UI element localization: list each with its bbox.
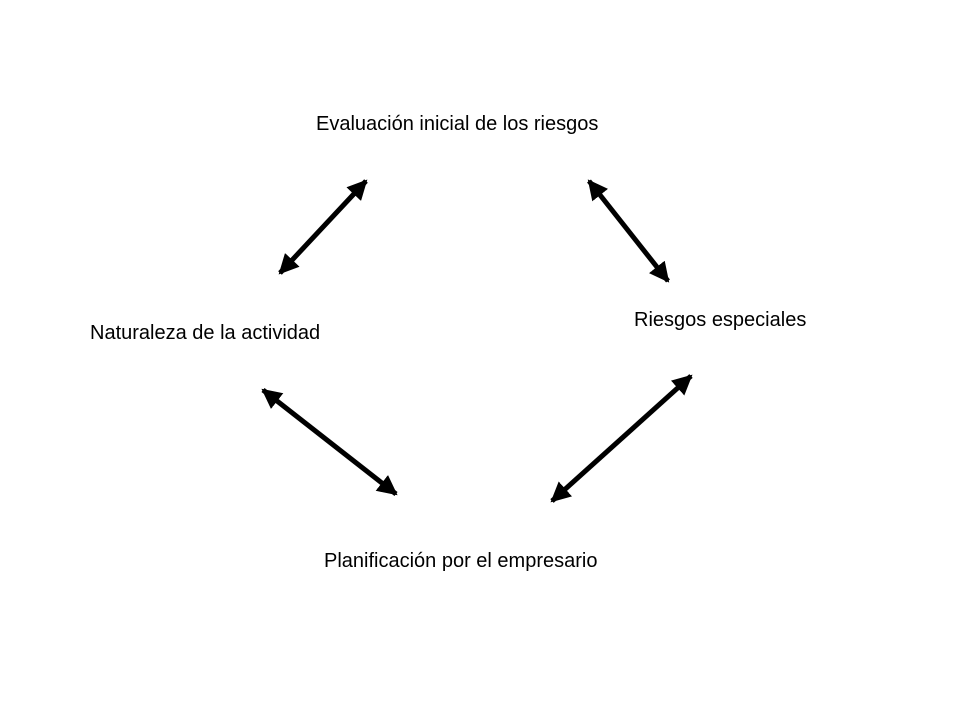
node-planificacion-empresario: Planificación por el empresario [324,550,598,572]
arrow-left-bottom [261,388,398,496]
node-riesgos-especiales: Riesgos especiales [634,309,807,331]
arrow-right-bottom [550,374,693,503]
node-naturaleza-actividad: Naturaleza de la actividad [90,322,321,344]
node-evaluacion-inicial: Evaluación inicial de los riesgos [316,113,599,135]
arrow-top-left [278,179,368,275]
arrow-top-right [587,179,670,283]
